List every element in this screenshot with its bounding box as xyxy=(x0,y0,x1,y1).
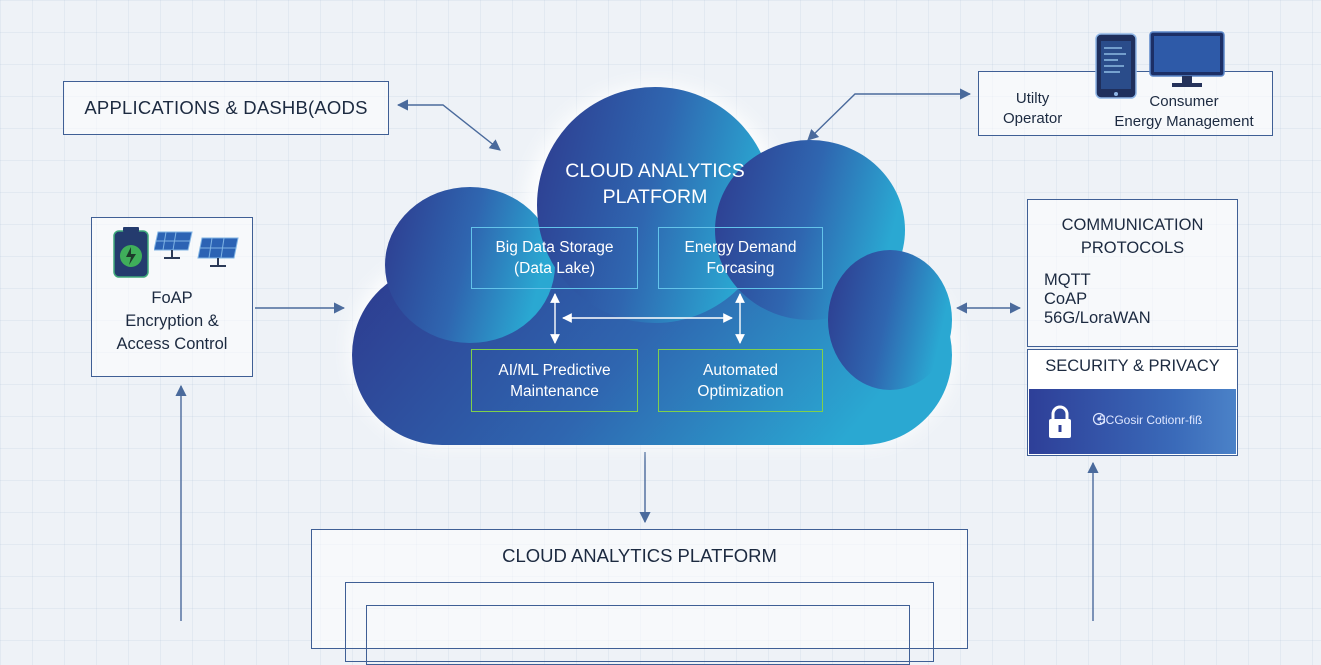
bottom-inner-frame-2 xyxy=(366,605,910,665)
arrow-consumer-cloud xyxy=(807,88,972,141)
protocol-item: CoAP xyxy=(1044,290,1088,308)
module-big-data-storage[interactable]: Big Data Storage(Data Lake) xyxy=(471,227,638,289)
protocol-list: MQTT CoAP 56G/LoraWAN xyxy=(1044,271,1151,328)
lock-icon xyxy=(1049,405,1071,438)
connectors xyxy=(175,88,1099,621)
cloud-shape xyxy=(350,85,955,445)
protocol-item: MQTT xyxy=(1044,271,1091,289)
communication-title: COMMUNICATION PROTOCOLS xyxy=(1061,216,1204,257)
shield-icon xyxy=(1092,412,1106,426)
battery-icon xyxy=(113,227,149,278)
solar-panel-icon xyxy=(154,231,239,267)
protocol-item: 56G/LoraWAN xyxy=(1044,309,1151,327)
cloud-platform-title: CLOUD ANALYTICS PLATFORM xyxy=(565,160,745,208)
arrow-apps-cloud xyxy=(396,99,501,151)
applications-label: APPLICATIONS & DASHB(AODS xyxy=(84,97,368,118)
communication-protocols-box[interactable] xyxy=(1027,199,1238,347)
security-band-text: 5CGosir Cotionr-fiß xyxy=(1099,413,1203,427)
edge-security-text: FoAP Encryption & Access Control xyxy=(116,289,228,353)
consumer-energy-label: Consumer Energy Management xyxy=(1114,93,1254,130)
security-title: SECURITY & PRIVACY xyxy=(1045,357,1220,375)
bottom-platform-title: CLOUD ANALYTICS PLATFORM xyxy=(502,545,777,566)
tablet-icon xyxy=(1095,33,1137,99)
applications-dashboards-box[interactable]: APPLICATIONS & DASHB(AODS xyxy=(63,81,389,135)
utility-operator-label: Utilty Operator xyxy=(1003,90,1063,127)
consumer-panel[interactable] xyxy=(978,71,1273,136)
monitor-icon xyxy=(1149,31,1225,87)
cloud-internal-arrows xyxy=(550,293,745,344)
